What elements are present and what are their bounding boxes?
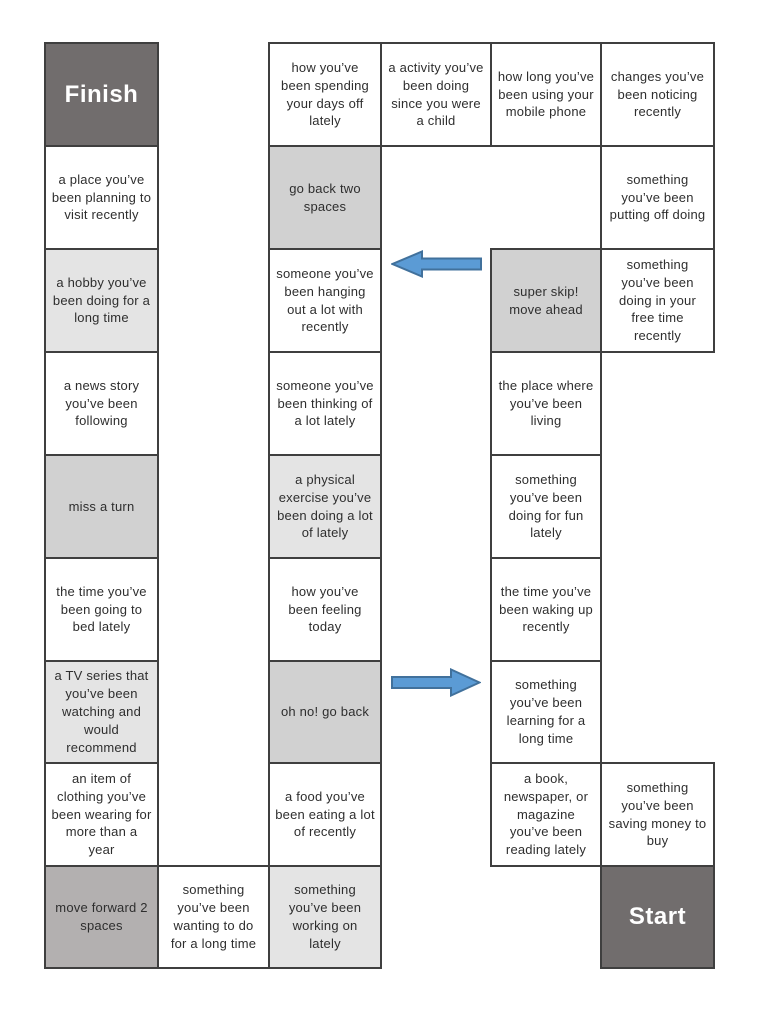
cell-label: something you’ve been doing for fun late… [508,471,584,541]
board-cell: something you’ve been wanting to do for … [157,865,270,969]
cell-label: something you’ve been doing in your free… [618,256,697,344]
finish-cell: Finish [44,42,159,147]
cell-label: something you’ve been saving money to bu… [608,779,707,849]
board-cell: a hobby you’ve been doing for a long tim… [44,248,159,353]
cell-label: a physical exercise you’ve been doing a … [277,471,373,541]
cell-label: something you’ve been wanting to do for … [170,882,257,951]
cell-label: a activity you’ve been doing since you w… [388,59,484,129]
board-cell: a book, newspaper, or magazine you’ve be… [490,762,602,867]
board-cell: something you’ve been doing for fun late… [490,454,602,559]
cell-label: miss a turn [68,498,135,514]
cell-label: how you’ve been feeling today [288,583,362,635]
cell-label: the place where you’ve been living [498,377,594,429]
board-cell: a place you’ve been planning to visit re… [44,145,159,250]
cell-label: changes you’ve been noticing recently [610,68,705,120]
cell-label: someone you’ve been thinking of a lot la… [276,377,374,429]
board-cell: a physical exercise you’ve been doing a … [268,454,382,559]
board-cell: miss a turn [44,454,159,559]
cell-label: a food you’ve been eating a lot of recen… [275,788,375,840]
board-cell: something you’ve been working on lately [268,865,382,969]
board-cell: the time you’ve been going to bed lately [44,557,159,662]
board-cell: super skip! move ahead [490,248,602,353]
start-cell: Start [600,865,715,969]
board-cell: someone you’ve been thinking of a lot la… [268,351,382,456]
cell-label: an item of clothing you’ve been wearing … [51,770,152,858]
cell-label: how you’ve been spending your days off l… [281,59,369,129]
cell-label: a hobby you’ve been doing for a long tim… [52,274,151,326]
board-cell: oh no! go back [268,660,382,764]
cell-label: move forward 2 spaces [55,900,148,933]
board-cell: something you’ve been doing in your free… [600,248,715,353]
cell-label: oh no! go back [280,704,370,720]
board-cell: the time you’ve been waking up recently [490,557,602,662]
arrow-left-icon [391,250,482,278]
board-cell: a TV series that you’ve been watching an… [44,660,159,764]
board-cell: how you’ve been feeling today [268,557,382,662]
board-cell: someone you’ve been hanging out a lot wi… [268,248,382,353]
board-cell: something you’ve been putting off doing [600,145,715,250]
cell-label: the time you’ve been waking up recently [499,583,593,635]
cell-label: super skip! move ahead [509,283,583,317]
board-cell: go back two spaces [268,145,382,250]
cell-label: a book, newspaper, or magazine you’ve be… [503,770,589,858]
board-cell: something you’ve been saving money to bu… [600,762,715,867]
board-cell: something you’ve been learning for a lon… [490,660,602,764]
cell-label: a TV series that you’ve been watching an… [54,668,149,755]
cell-label: something you’ve been working on lately [288,882,362,951]
cell-label: Finish [64,80,139,108]
cell-label: a news story you’ve been following [63,377,140,429]
cell-label: the time you’ve been going to bed lately [56,583,147,635]
cell-label: go back two spaces [289,180,361,214]
cell-label: Start [628,903,687,931]
cell-label: something you’ve been learning for a lon… [506,677,586,746]
board-cell: how long you’ve been using your mobile p… [490,42,602,147]
cell-label: a place you’ve been planning to visit re… [51,171,152,223]
board-cell: a news story you’ve been following [44,351,159,456]
cell-label: someone you’ve been hanging out a lot wi… [276,265,374,335]
board-cell: move forward 2 spaces [44,865,159,969]
board-cell: the place where you’ve been living [490,351,602,456]
board-cell: how you’ve been spending your days off l… [268,42,382,147]
cell-label: something you’ve been putting off doing [609,171,706,223]
cell-label: how long you’ve been using your mobile p… [497,68,595,120]
board-cell: a food you’ve been eating a lot of recen… [268,762,382,867]
board-cell: changes you’ve been noticing recently [600,42,715,147]
board-cell: an item of clothing you’ve been wearing … [44,762,159,867]
board-cell: a activity you’ve been doing since you w… [380,42,492,147]
arrow-right-icon [391,668,481,697]
